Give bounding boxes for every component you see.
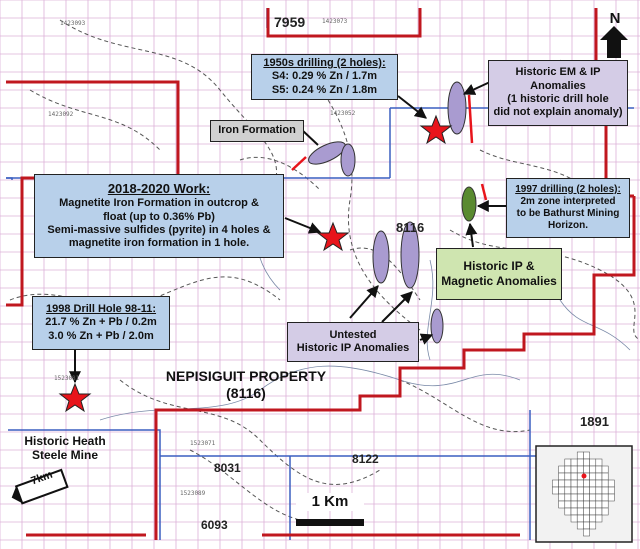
- claim-8031: 8031: [214, 461, 241, 475]
- grid-id: 1423052: [330, 110, 356, 117]
- grid-id: 1423093: [60, 20, 86, 27]
- grid-id: 1523089: [180, 490, 206, 497]
- scale-label: 1 Km: [296, 493, 364, 511]
- callout-iron-text: Iron Formation: [218, 124, 296, 137]
- mine-label: Historic Heath Steele Mine: [0, 434, 130, 463]
- callout-iron-formation: Iron Formation: [210, 120, 304, 142]
- iron-formation-anomaly-1: [308, 141, 346, 165]
- callout-ip-line1: Historic IP &: [463, 259, 535, 274]
- property-label: NEPISIGUIT PROPERTY (8116): [156, 368, 336, 402]
- north-arrow-icon: [600, 26, 628, 58]
- north-label: N: [609, 10, 621, 27]
- property-number: (8116): [226, 384, 266, 401]
- connectors: [69, 81, 506, 384]
- callout-1950s-title: 1950s drilling (2 holes):: [263, 56, 386, 69]
- claim-1891: 1891: [580, 414, 609, 429]
- iron-formation-anomaly-2: [340, 143, 356, 177]
- callout-untested-ip: Untested Historic IP Anomalies: [287, 322, 419, 362]
- star-2018-icon: [316, 221, 350, 252]
- callout-1998-drill: 1998 Drill Hole 98-11: 21.7 % Zn + Pb / …: [32, 296, 170, 350]
- callout-1950s-line2: S5: 0.24 % Zn / 1.8m: [271, 83, 378, 96]
- callout-ip-magnetic: Historic IP & Magnetic Anomalies: [436, 248, 562, 300]
- 1997-drill-anomaly: [461, 186, 477, 222]
- untested-ip-anomaly: [430, 308, 444, 344]
- callout-2018-line1: Magnetite Iron Formation in outcrop &: [59, 197, 259, 210]
- callout-em-line3: (1 historic drill hole: [507, 93, 609, 105]
- callout-1997-line1: 2m zone interpreted: [520, 195, 616, 207]
- mine-line1: Historic Heath: [24, 434, 106, 448]
- claim-6093: 6093: [201, 518, 228, 532]
- distance-arrow: [11, 468, 69, 505]
- star-1998-icon: [58, 382, 92, 413]
- callout-em-line1: Historic EM & IP: [515, 66, 601, 79]
- callout-1997-line3: Horizon.: [548, 220, 588, 232]
- star-1950s-icon: [419, 114, 453, 145]
- drill-stars: [58, 114, 453, 413]
- callout-1998-title: 1998 Drill Hole 98-11:: [45, 302, 157, 315]
- callout-1997-line2: to be Bathurst Mining: [516, 208, 620, 219]
- grid-id: 1423073: [322, 18, 348, 25]
- grid-id: 1523071: [190, 440, 216, 447]
- callout-1950s-drilling: 1950s drilling (2 holes): S4: 0.29 % Zn …: [251, 54, 398, 100]
- ip-anomaly-1: [372, 230, 390, 284]
- callout-untested-line1: Untested: [329, 328, 377, 341]
- callout-em-ip: Historic EM & IP Anomalies (1 historic d…: [488, 60, 628, 126]
- claim-8122: 8122: [352, 452, 379, 466]
- callout-2018-work: 2018-2020 Work: Magnetite Iron Formation…: [34, 174, 284, 258]
- drill-traces: [291, 94, 488, 201]
- callout-1998-line2: 3.0 % Zn + Pb / 2.0m: [48, 329, 154, 342]
- callout-1998-line1: 21.7 % Zn + Pb / 0.2m: [45, 316, 157, 329]
- callout-2018-line3: Semi-massive sulfides (pyrite) in 4 hole…: [47, 223, 271, 236]
- callout-2018-line4: magnetite iron formation in 1 hole.: [68, 237, 250, 250]
- callout-ip-line2: Magnetic Anomalies: [441, 274, 557, 288]
- scale-bar: [296, 519, 364, 526]
- claim-8116: 8116: [396, 220, 425, 235]
- callout-2018-title: 2018-2020 Work:: [107, 181, 211, 197]
- callout-untested-line2: Historic IP Anomalies: [296, 342, 410, 354]
- grid-id: 1523081: [54, 375, 80, 382]
- grid-id: 1423092: [48, 111, 74, 118]
- property-name: NEPISIGUIT PROPERTY: [165, 368, 327, 384]
- callout-2018-line2: float (up to 0.36% Pb): [103, 210, 215, 223]
- ip-anomaly-2: [400, 221, 420, 289]
- callout-1997-title: 1997 drilling (2 holes):: [515, 183, 621, 195]
- callout-1997-drilling: 1997 drilling (2 holes): 2m zone interpr…: [506, 178, 630, 238]
- anomalies: [308, 81, 477, 344]
- callout-em-line4: did not explain anomaly): [493, 106, 623, 119]
- mine-line2: Steele Mine: [31, 448, 99, 463]
- em-ip-anomaly: [447, 81, 467, 135]
- callout-1950s-line1: S4: 0.29 % Zn / 1.7m: [271, 70, 378, 83]
- locator-inset: [535, 445, 633, 543]
- callout-em-line2: Anomalies: [530, 79, 586, 92]
- claim-7959: 7959: [274, 14, 306, 30]
